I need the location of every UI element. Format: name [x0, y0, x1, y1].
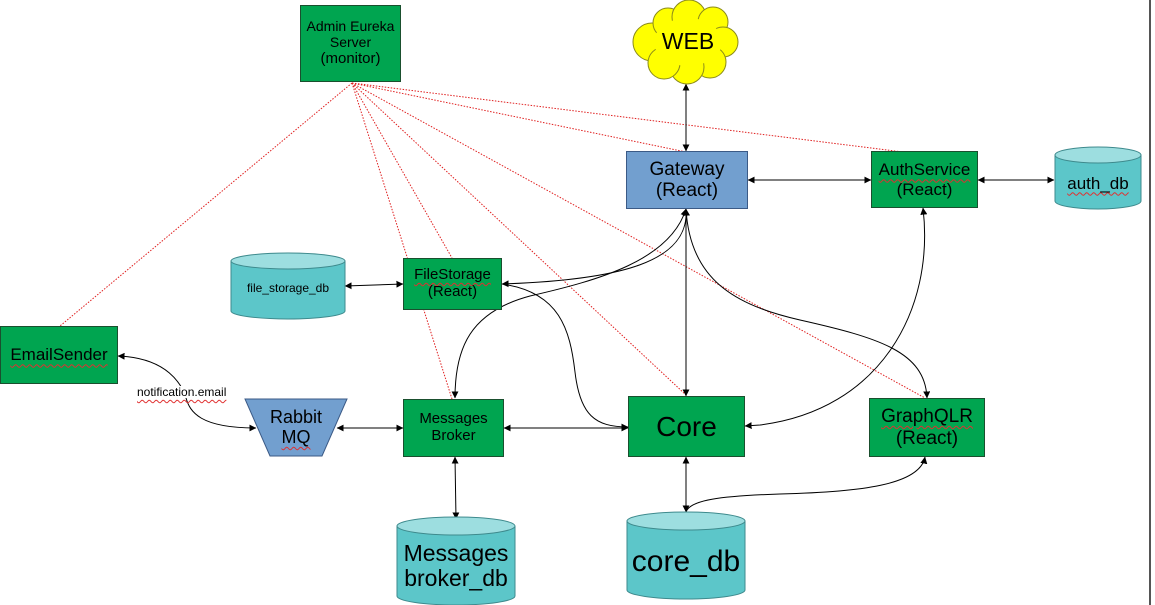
monitor-line-gateway [351, 82, 687, 153]
auth-service-line-1: AuthService [878, 160, 971, 180]
rabbit-mq-label: Rabbit MQ [250, 404, 342, 452]
auth-service-line-2: (React) [896, 179, 953, 199]
gateway-line-2: (React) [655, 180, 719, 201]
edge-gateway-messages [451, 208, 688, 399]
monitor-line-graphqlr [351, 82, 926, 399]
messages-broker-db-label: Messages broker_db [397, 536, 515, 596]
connectors [117, 83, 1055, 520]
rabbit-mq-line-1: Rabbit [269, 407, 323, 428]
monitor-line-core [351, 82, 687, 396]
email-sender-node[interactable]: EmailSender [0, 326, 118, 384]
notification-email-label: notification.email [137, 385, 227, 399]
edge-messages-db [451, 456, 460, 520]
edge-auth-core [744, 207, 928, 430]
page-edge-divider [1149, 0, 1151, 605]
admin-line-1: Admin Eureka [306, 18, 395, 35]
core-db-text: core_db [631, 544, 741, 578]
rabbit-mq-line-2: MQ [281, 427, 311, 447]
graphqlr-node[interactable]: GraphQLR (React) [869, 398, 985, 457]
web-cloud [632, 0, 739, 85]
edge-filestorage-core [501, 283, 629, 431]
web-label: WEB [648, 27, 728, 57]
admin-line-3: (monitor) [320, 49, 381, 67]
gateway-node[interactable]: Gateway (React) [626, 151, 748, 209]
edge-email-rabbit [117, 352, 257, 432]
file-storage-db-label: file_storage_db [231, 272, 345, 306]
file-storage-line-1: FileStorage [414, 266, 491, 284]
messages-broker-line-2: Broker [431, 427, 476, 444]
messages-broker-db-line-1: Messages [403, 539, 509, 566]
core-db-cylinder [626, 511, 746, 600]
core-node[interactable]: Core [628, 396, 745, 457]
file-storage-db-cylinder [230, 252, 346, 320]
monitor-line-email [59, 82, 353, 327]
edge-filestorage-db [344, 280, 404, 290]
messages-broker-line-1: Messages [419, 410, 488, 428]
web-text: WEB [661, 28, 715, 55]
graphqlr-line-1: GraphQLR [881, 406, 973, 428]
file-storage-node[interactable]: FileStorage (React) [403, 258, 502, 310]
auth-db-text: auth_db [1067, 173, 1129, 193]
messages-broker-db-cylinder [396, 516, 516, 605]
notification-email-text: notification.email [137, 385, 227, 399]
admin-eureka-server-node[interactable]: Admin Eureka Server (monitor) [300, 5, 401, 82]
database-cylinders [230, 146, 1142, 605]
rabbit-mq-shape [244, 398, 348, 457]
auth-service-node[interactable]: AuthService (React) [871, 151, 978, 208]
auth-db-cylinder [1054, 146, 1142, 210]
file-storage-line-2: (React) [427, 283, 478, 300]
graphqlr-line-2: (React) [895, 427, 959, 449]
monitor-line-messages [351, 82, 453, 400]
monitor-line-auth [351, 82, 904, 153]
core-db-label: core_db [627, 536, 745, 586]
edge-gateway-graphqlr [685, 208, 931, 399]
monitor-line-filestorage [351, 82, 453, 259]
core-text: Core [656, 410, 717, 442]
admin-line-2: Server [329, 34, 372, 51]
messages-broker-node[interactable]: Messages Broker [403, 399, 504, 457]
file-storage-db-text: file_storage_db [246, 281, 330, 296]
monitor-lines [59, 82, 926, 400]
email-sender-text: EmailSender [10, 345, 108, 365]
messages-broker-db-line-2: broker_db [404, 565, 508, 591]
gateway-line-1: Gateway [649, 158, 725, 180]
edge-graphqlr-coredb [685, 456, 928, 513]
auth-db-label: auth_db [1055, 166, 1141, 202]
